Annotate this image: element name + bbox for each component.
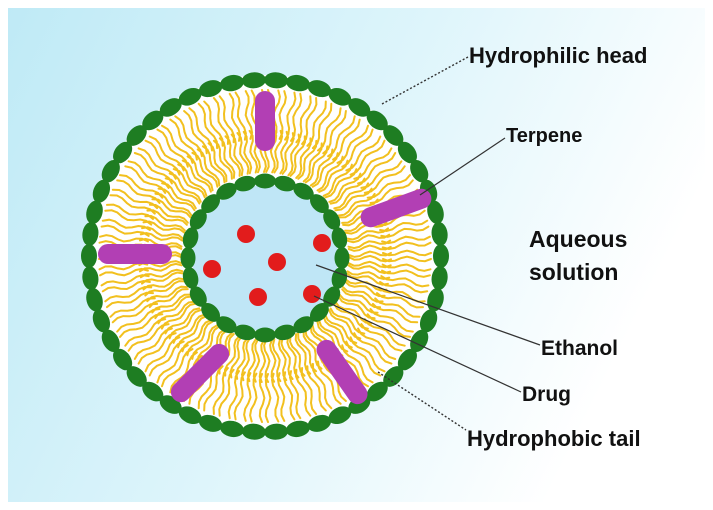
drug-dot	[303, 285, 321, 303]
drug-dot	[249, 288, 267, 306]
label-aqueous-line2: solution	[529, 259, 618, 285]
label-hydrophilic-head: Hydrophilic head	[469, 43, 647, 68]
head-bead	[433, 244, 449, 268]
label-terpene: Terpene	[506, 125, 582, 147]
drug-dot	[313, 234, 331, 252]
label-aqueous-line1: Aqueous	[529, 226, 627, 252]
terpene-capsule	[98, 244, 172, 264]
drug-dot	[203, 260, 221, 278]
head-bead	[254, 174, 276, 189]
head-bead	[181, 247, 196, 269]
label-hydrophobic-tail: Hydrophobic tail	[467, 426, 641, 451]
drug-dot	[268, 253, 286, 271]
head-bead	[254, 328, 276, 343]
label-drug: Drug	[522, 383, 571, 406]
drug-dot	[237, 225, 255, 243]
head-bead	[335, 247, 350, 269]
head-bead	[81, 244, 97, 268]
label-ethanol: Ethanol	[541, 337, 618, 360]
terpene-capsule	[255, 91, 275, 151]
